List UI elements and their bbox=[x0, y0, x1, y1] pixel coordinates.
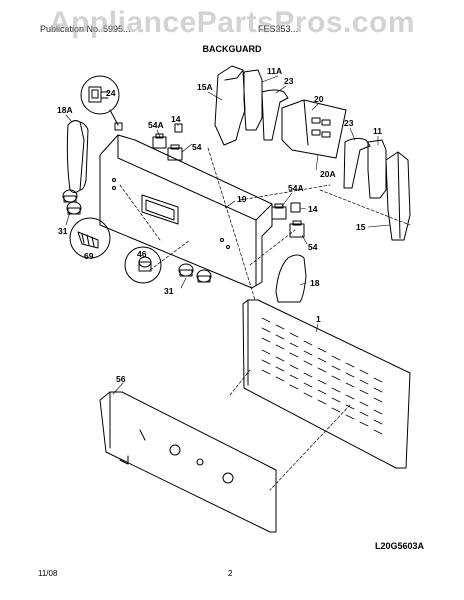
callout-1: 1 bbox=[316, 314, 321, 324]
part-15-right-bracket bbox=[385, 151, 411, 241]
callout-54-right: 54 bbox=[308, 242, 318, 252]
part-23-left-trim bbox=[261, 89, 289, 141]
callout-15a: 15A bbox=[197, 82, 213, 92]
part-20-control-board bbox=[281, 99, 347, 159]
callout-69: 69 bbox=[84, 251, 94, 261]
callout-leaders bbox=[65, 75, 391, 395]
footer-date: 11/08 bbox=[38, 569, 58, 578]
part-1-rear-panel bbox=[242, 299, 411, 469]
callout-20: 20 bbox=[314, 94, 324, 104]
section-title: BACKGUARD bbox=[202, 44, 262, 54]
part-11-right-bracket bbox=[367, 139, 387, 199]
part-19-backguard-panel bbox=[99, 134, 273, 289]
callout-15: 15 bbox=[356, 222, 366, 232]
callout-46: 46 bbox=[137, 249, 147, 259]
page-number: 2 bbox=[228, 569, 233, 578]
callout-14-right: 14 bbox=[308, 204, 318, 214]
publication-number: Publication No. 5995... bbox=[40, 24, 131, 34]
callout-14-left: 14 bbox=[171, 114, 181, 124]
callout-20a: 20A bbox=[320, 169, 336, 179]
part-54a-left-relay bbox=[152, 133, 167, 149]
callout-31-bottom: 31 bbox=[164, 286, 174, 296]
callout-54a-left: 54A bbox=[148, 120, 164, 130]
model-number: FES353... bbox=[258, 24, 299, 34]
callout-54-left: 54 bbox=[192, 142, 202, 152]
part-46-knob-insert bbox=[124, 246, 162, 284]
callout-19: 19 bbox=[237, 194, 247, 204]
part-54-left-relay bbox=[167, 144, 183, 161]
part-54a-right-relay bbox=[271, 203, 287, 220]
callout-24: 24 bbox=[106, 88, 116, 98]
drawing-id: L20G5603A bbox=[374, 541, 424, 551]
part-14-right-clip bbox=[290, 202, 301, 213]
callout-31-left: 31 bbox=[58, 226, 68, 236]
part-31-left-knobs bbox=[62, 189, 82, 215]
part-18-right-end-cap bbox=[275, 254, 307, 303]
part-31-bottom-knobs bbox=[178, 263, 212, 283]
part-11a-bracket bbox=[243, 69, 263, 131]
callout-54a-right: 54A bbox=[288, 183, 304, 193]
assembly-guide-lines bbox=[119, 147, 411, 491]
callout-18a: 18A bbox=[57, 105, 73, 115]
part-18a-left-end-cap bbox=[66, 120, 89, 193]
part-54-right-relay bbox=[289, 220, 305, 238]
callout-11: 11 bbox=[373, 126, 382, 136]
part-69-ignitor bbox=[69, 217, 111, 259]
callout-23-left: 23 bbox=[284, 76, 294, 86]
part-23-right-trim bbox=[343, 137, 371, 189]
callout-23-right: 23 bbox=[344, 118, 354, 128]
part-14-left-clip bbox=[174, 123, 183, 133]
callout-18: 18 bbox=[310, 278, 320, 288]
part-15a-left-bracket bbox=[214, 65, 246, 146]
part-56-lower-panel bbox=[99, 391, 277, 533]
part-24-switch bbox=[80, 75, 123, 131]
callout-11a: 11A bbox=[267, 66, 282, 76]
callout-56: 56 bbox=[116, 374, 126, 384]
